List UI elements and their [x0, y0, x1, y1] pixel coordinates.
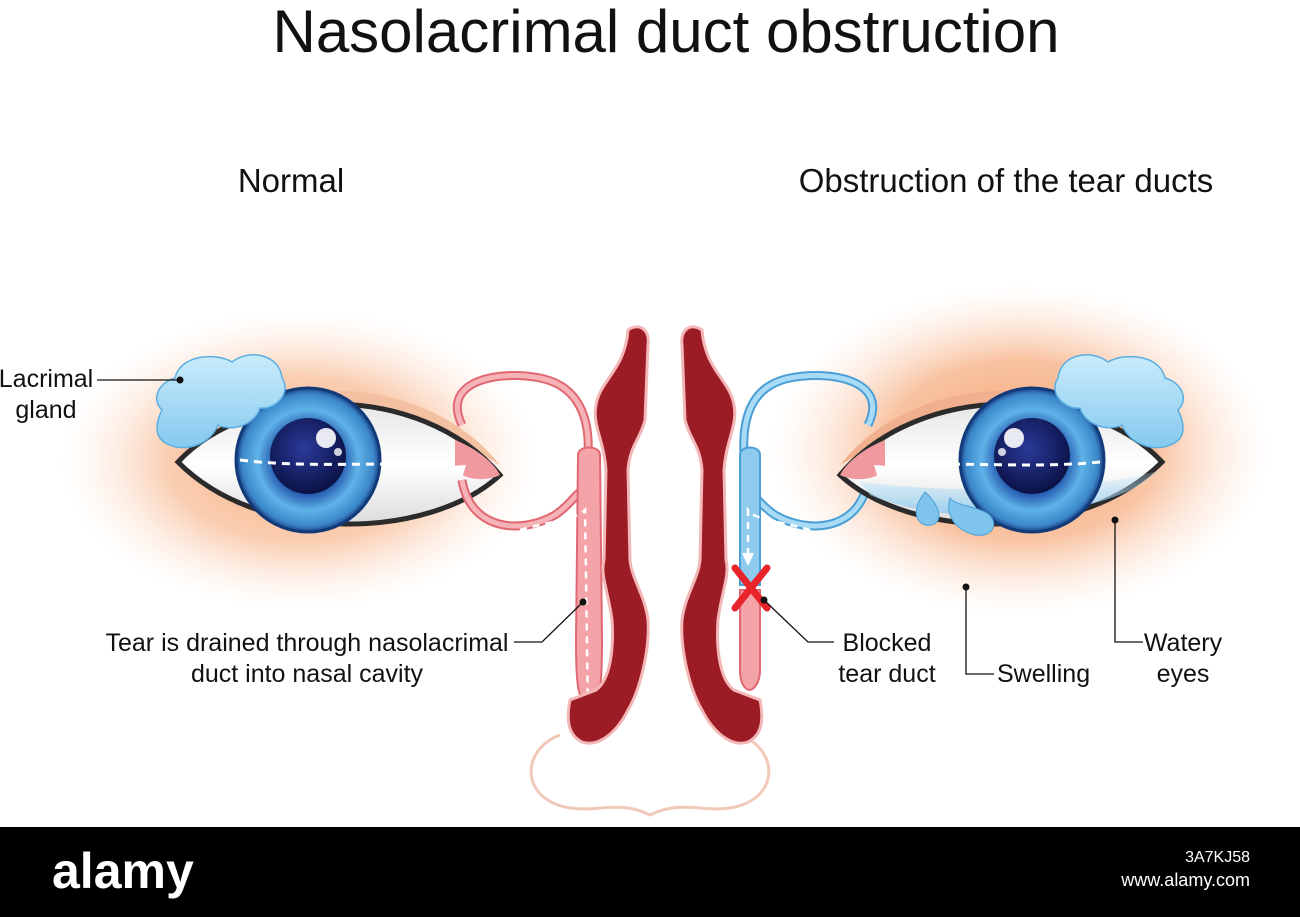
left-tear-flow-arrowhead — [452, 465, 466, 478]
leader-dot-blocked — [760, 596, 768, 604]
right-duct-flow-arrowhead — [742, 553, 754, 566]
left-eye-highlight-small — [334, 448, 342, 456]
label-blocked-line1: Blocked — [843, 629, 932, 657]
right-tear-flow-arrowhead — [874, 465, 888, 478]
leader-watery — [1114, 520, 1143, 643]
left-eye-highlight — [316, 428, 336, 448]
right-eye-highlight-small — [998, 448, 1006, 456]
right-caruncle — [840, 440, 885, 480]
obstructed-eye — [836, 386, 1166, 536]
left-lower-canaliculus-fill — [459, 479, 582, 529]
nose-outline — [529, 733, 771, 817]
label-watery-line2: eyes — [1157, 660, 1210, 688]
label-watery-line1: Watery — [1144, 629, 1223, 657]
right-duct-flow-arrow — [746, 506, 811, 555]
leader-dot-swelling — [962, 583, 970, 591]
right-lacrimal-gland — [1054, 354, 1184, 449]
nasal-wall-left — [566, 325, 650, 745]
left-nasolacrimal-duct — [574, 446, 604, 707]
label-lacrimal-gland-line1: Lacrimal — [0, 365, 93, 393]
left-pupil — [270, 418, 346, 494]
footer-url: www.alamy.com — [1120, 870, 1250, 890]
obstructed-drainage-system — [731, 371, 878, 692]
left-caruncle — [455, 440, 500, 480]
panel-heading-obstruction: Obstruction of the tear ducts — [799, 162, 1214, 199]
left-upper-canaliculus-fill — [454, 373, 591, 456]
nasal-cavity — [566, 325, 764, 745]
right-duct-upper-blue — [739, 446, 761, 586]
right-pupil — [994, 418, 1070, 494]
nasal-wall-right — [680, 325, 764, 745]
footer-image-id: 3A7KJ58 — [1185, 849, 1250, 866]
leader-dot-drainage — [579, 598, 587, 606]
label-drainage-line2: duct into nasal cavity — [191, 660, 424, 688]
normal-eye — [174, 386, 504, 534]
normal-drainage-system — [452, 371, 604, 728]
leader-drainage — [514, 601, 584, 643]
label-blocked-line2: tear duct — [838, 660, 935, 688]
footer-brand-logo: alamy — [52, 843, 194, 899]
right-tear-flow-arrow — [879, 460, 1101, 472]
label-lacrimal-gland-line2: gland — [15, 396, 76, 424]
label-drainage-line1: Tear is drained through nasolacrimal — [106, 629, 509, 657]
leader-dot-lacrimal-gland — [176, 376, 184, 384]
left-lacrimal-gland — [156, 354, 286, 449]
footer-bar — [0, 827, 1300, 917]
left-tear-flow-arrow — [239, 458, 461, 472]
right-duct-lower-pink — [739, 589, 761, 692]
right-upper-canaliculus-fill — [741, 373, 876, 456]
label-swelling: Swelling — [997, 660, 1090, 688]
diagram-title: Nasolacrimal duct obstruction — [272, 0, 1059, 65]
panel-heading-normal: Normal — [238, 162, 344, 199]
left-duct-flow-arrow — [519, 507, 590, 716]
tear-drop-2 — [948, 496, 995, 536]
leader-blocked — [763, 599, 834, 643]
leader-swelling — [965, 587, 994, 675]
right-eye-highlight — [1004, 428, 1024, 448]
leader-dot-watery — [1111, 516, 1119, 524]
tear-drop-1 — [915, 491, 940, 526]
